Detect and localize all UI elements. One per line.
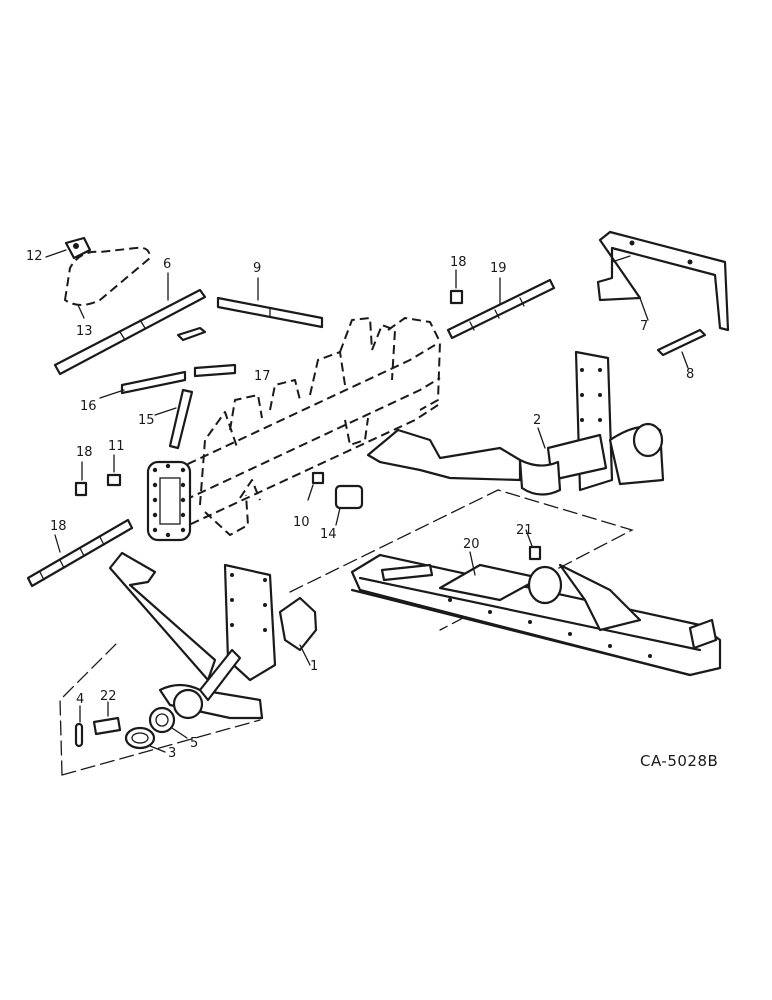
part-18-bolt-right <box>449 269 464 305</box>
part-7-shield <box>596 230 730 332</box>
part-20-shaft <box>446 277 556 340</box>
part-9-bar <box>216 277 324 329</box>
callout-10: 10 <box>293 515 310 530</box>
axle-housing-phantom <box>174 317 441 536</box>
callout-9: 9 <box>253 261 262 276</box>
callout-14: 14 <box>320 527 337 542</box>
part-6-angle-bar <box>53 272 207 376</box>
part-10-pin <box>307 471 325 501</box>
callout-7: 7 <box>640 319 649 334</box>
callout-8: 8 <box>686 367 695 382</box>
part-3-ring <box>124 726 166 753</box>
callout-6: 6 <box>163 257 172 272</box>
part-16-cross-brace <box>99 326 237 450</box>
part-11-nut <box>106 454 122 487</box>
callout-23: 22 <box>100 689 117 704</box>
callout-17: 17 <box>254 369 271 384</box>
callout-12: 12 <box>26 249 43 264</box>
part-21-frame-rail <box>350 551 722 677</box>
callout-1: 1 <box>310 659 319 674</box>
part-18-bolt-left <box>74 461 88 497</box>
callout-2: 2 <box>533 413 542 428</box>
part-5-ring <box>148 706 188 739</box>
part-19-shaft <box>26 518 134 588</box>
axle-flange-left <box>146 460 192 542</box>
callout-15: 15 <box>138 413 155 428</box>
callout-19: 18 <box>50 519 67 534</box>
callout-18b: 18 <box>450 255 467 270</box>
drawing-code: CA-5028B <box>640 752 719 770</box>
callout-18a: 18 <box>76 445 93 460</box>
part-2-spindle-right <box>366 350 665 496</box>
part-1-spindle-left <box>108 551 318 720</box>
part-13-chain-phantom <box>64 246 151 319</box>
callout-11: 11 <box>108 439 125 454</box>
callout-3: 3 <box>168 746 177 761</box>
part-23-plate <box>92 701 122 736</box>
callout-13: 13 <box>76 324 93 339</box>
callout-4: 4 <box>76 692 85 707</box>
part-12-fitting <box>45 236 92 260</box>
part-8-bracket <box>656 328 707 369</box>
callout-5: 5 <box>190 736 199 751</box>
part-14-bushing <box>334 484 364 526</box>
callout-16: 16 <box>80 399 97 414</box>
callout-20: 19 <box>490 261 507 276</box>
callout-21: 20 <box>463 537 480 552</box>
part-22-bolt <box>525 529 542 561</box>
part-4-pin <box>74 705 84 748</box>
callout-22: 21 <box>516 523 533 538</box>
